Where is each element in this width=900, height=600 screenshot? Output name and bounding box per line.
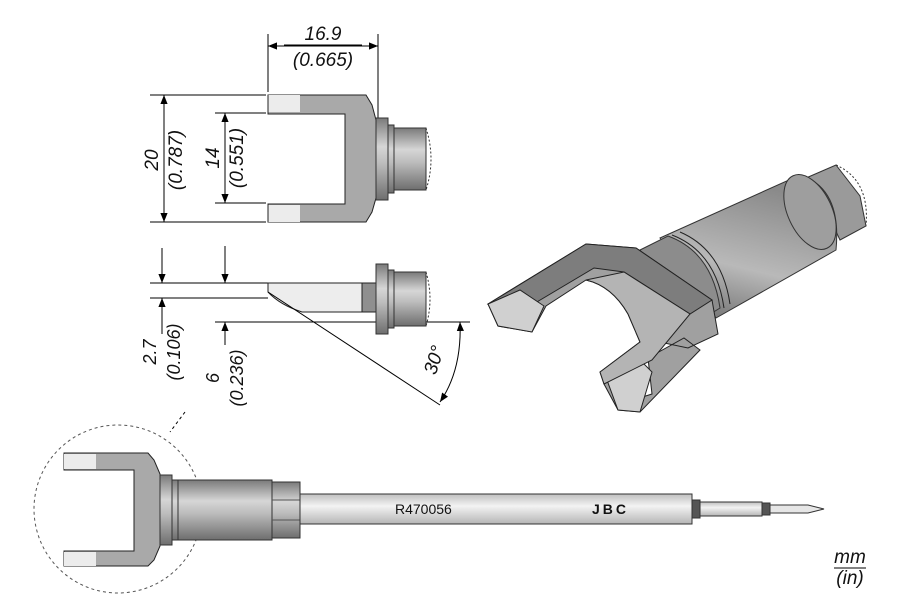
side-shank-stub <box>393 271 427 327</box>
side-collar <box>375 263 389 335</box>
height-in-label: (0.787) <box>166 130 187 190</box>
thickness-in-label: (0.106) <box>164 323 184 380</box>
thickness-mm-label: 2.7 <box>140 339 160 366</box>
fork-top-view <box>267 94 377 223</box>
iso-ring-line <box>679 231 731 305</box>
top-view: 16.9 (0.665) 20 (0.787) 14 (0.551) <box>142 24 432 223</box>
full-fork <box>63 452 161 567</box>
break-line <box>425 271 431 327</box>
height-mm-label: 20 <box>142 149 163 172</box>
break-line <box>425 127 432 191</box>
unit-secondary: (in) <box>836 568 863 589</box>
length-in-label: (0.236) <box>227 349 247 406</box>
iso-cylinder-end <box>783 174 837 250</box>
side-collar-ring <box>387 269 395 329</box>
side-view: 2.7 (0.106) 6 (0.236) 30° <box>140 246 470 407</box>
full-collar <box>159 474 173 546</box>
unit-primary: mm <box>834 547 866 568</box>
fork-prong-tip <box>268 205 300 222</box>
full-tip-view: R470056 JBC <box>33 411 825 594</box>
angle-line <box>267 291 441 406</box>
units-legend: mm (in) <box>834 547 866 589</box>
width-mm-label: 16.9 <box>305 24 342 45</box>
angle-label: 30° <box>420 343 449 377</box>
side-neck <box>361 282 377 313</box>
iso-view <box>486 164 867 413</box>
iso-break-line <box>835 164 867 227</box>
collar-ring <box>387 124 395 194</box>
full-collar-ring <box>171 479 179 541</box>
tip-shaft <box>299 493 693 525</box>
shank-stub <box>393 127 427 191</box>
brand-logo: JBC <box>592 501 629 517</box>
leader-line <box>169 411 186 433</box>
collar <box>375 117 389 201</box>
full-hex <box>271 481 301 539</box>
iso-fork-inner <box>585 271 691 385</box>
full-body <box>177 479 273 541</box>
angle-arc <box>439 321 464 403</box>
length-mm-label: 6 <box>203 372 223 383</box>
iso-prong-tip <box>487 289 545 333</box>
fork-side-view <box>267 282 363 313</box>
part-number: R470056 <box>395 501 452 517</box>
shaft-pin <box>769 504 825 514</box>
inner-mm-label: 14 <box>203 147 224 168</box>
shaft-tail-band <box>761 502 771 516</box>
width-in-label: (0.665) <box>293 50 353 71</box>
fork-prong-tip <box>268 95 300 112</box>
shaft-band <box>691 499 701 519</box>
iso-ring-line <box>671 234 725 309</box>
inner-in-label: (0.551) <box>227 128 248 188</box>
full-prong-tip <box>64 552 96 566</box>
shaft-tail <box>699 501 763 517</box>
full-prong-tip <box>64 454 96 469</box>
